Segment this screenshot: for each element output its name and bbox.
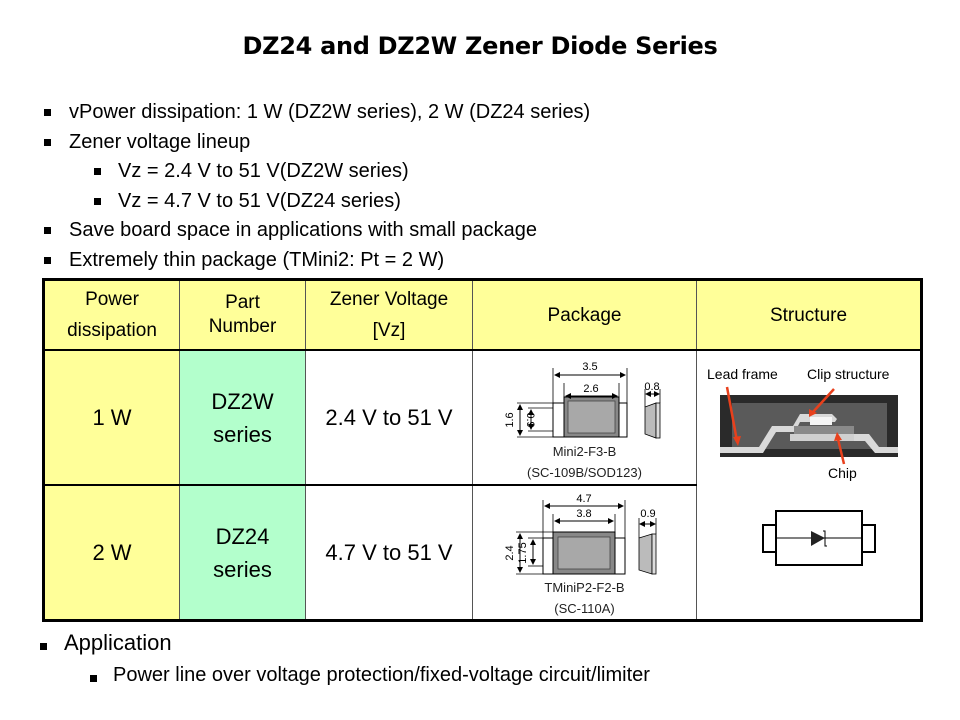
chip-label: Chip xyxy=(828,465,857,481)
power-dissipation-cell: 2 W xyxy=(43,484,180,621)
zener-voltage-cell: 2.4 V to 51 V xyxy=(305,349,473,486)
dim-total-length: 4.7 xyxy=(576,493,591,505)
dim-total-length: 3.5 xyxy=(582,361,597,373)
bullet-item: Save board space in applications with sm… xyxy=(44,216,590,246)
bullet-square-icon xyxy=(44,256,51,264)
application-heading: Application xyxy=(40,630,172,656)
dim-total-width: 2.4 xyxy=(504,545,516,560)
dim-total-width: 1.6 xyxy=(504,412,516,427)
sub-bullet-item: Vz = 2.4 V to 51 V(DZ2W series) xyxy=(44,157,590,187)
mini2-package-drawing: 3.5 2.6 1.6 0.9 0 xyxy=(504,361,661,439)
bullet-item: Extremely thin package (TMini2: Pt = 2 W… xyxy=(44,246,590,276)
bullet-square-icon xyxy=(94,197,101,205)
cross-section-photo xyxy=(720,386,898,566)
package-name: TMiniP2-F2-B xyxy=(544,580,625,595)
bullet-square-icon xyxy=(94,168,101,176)
bullet-item: Zener voltage lineup xyxy=(44,128,590,158)
dim-thickness: 0.9 xyxy=(640,508,655,520)
sub-bullet-item: Vz = 4.7 V to 51 V(DZ24 series) xyxy=(44,187,590,217)
structure-cell: Lead frame Clip structure xyxy=(696,349,922,622)
bullet-square-icon xyxy=(40,643,47,650)
feature-bullet-list: vPower dissipation: 1 W (DZ2W series), 2… xyxy=(44,98,590,276)
header-package: Package xyxy=(472,279,697,351)
package-code: (SC-110A) xyxy=(554,601,615,616)
package-code: (SC-109B/SOD123) xyxy=(527,465,642,480)
dim-body-length: 3.8 xyxy=(576,508,591,520)
dim-thickness: 0.8 xyxy=(644,381,659,393)
lead-frame-label: Lead frame xyxy=(707,366,778,382)
power-dissipation-cell: 1 W xyxy=(43,349,180,486)
clip-structure-label: Clip structure xyxy=(807,366,890,382)
bullet-item: vPower dissipation: 1 W (DZ2W series), 2… xyxy=(44,98,590,128)
tminip2-package-drawing: 4.7 3.8 2.4 1.75 0.9 xyxy=(504,493,657,575)
dim-body-width: 1.75 xyxy=(517,542,529,563)
header-zener-voltage: Zener Voltage[Vz] xyxy=(305,279,473,351)
package-cell: 3.5 2.6 1.6 0.9 0 xyxy=(472,349,697,486)
package-cell: 4.7 3.8 2.4 1.75 0.9 xyxy=(472,484,697,621)
bullet-square-icon xyxy=(44,227,51,235)
header-structure: Structure xyxy=(696,279,922,351)
dim-body-length: 2.6 xyxy=(583,383,598,395)
bullet-square-icon xyxy=(44,138,51,146)
bullet-square-icon xyxy=(44,109,51,116)
dim-body-width: 0.9 xyxy=(524,412,536,427)
package-name: Mini2-F3-B xyxy=(552,444,617,459)
slide-title: DZ24 and DZ2W Zener Diode Series xyxy=(242,32,718,60)
application-item: Power line over voltage protection/fixed… xyxy=(90,664,650,687)
bullet-square-icon xyxy=(90,675,97,682)
zener-voltage-cell: 4.7 V to 51 V xyxy=(305,484,473,621)
